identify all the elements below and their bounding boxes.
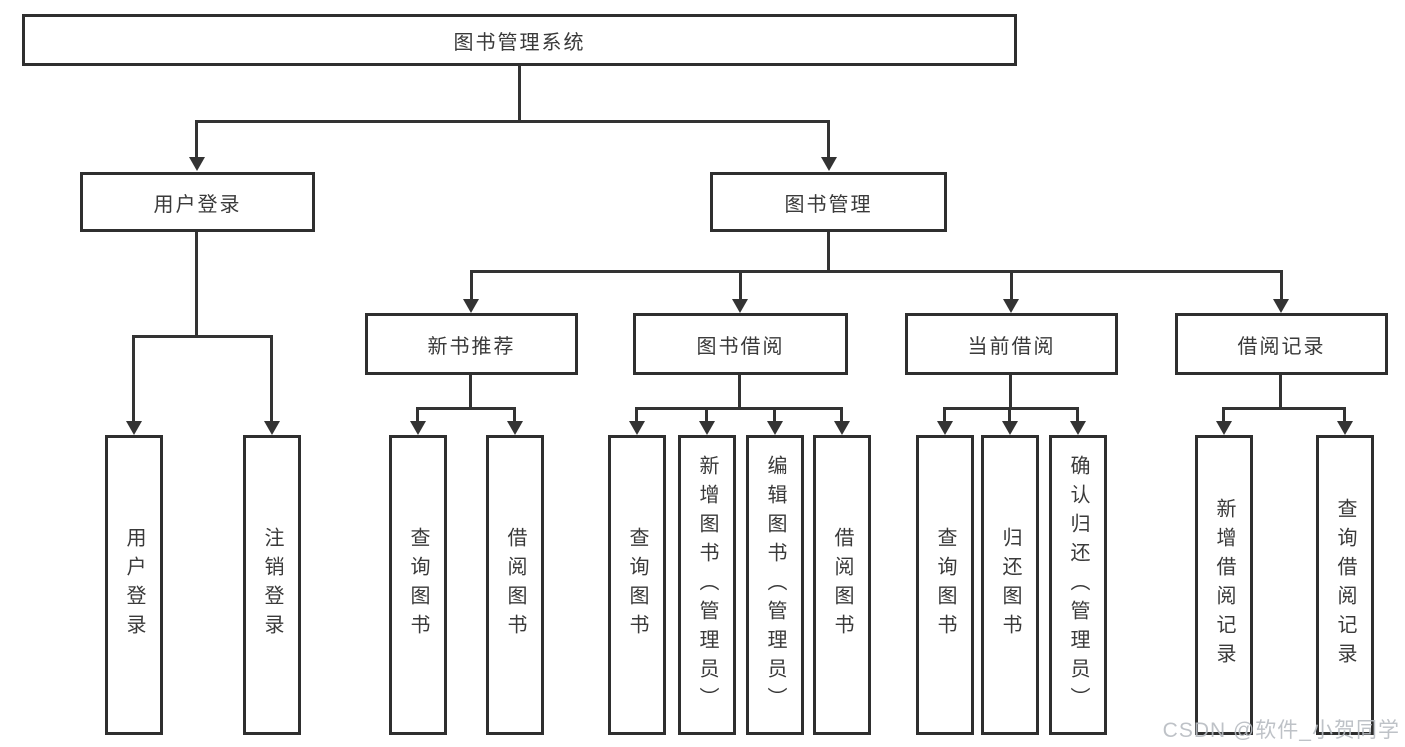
arrow-down-icon — [834, 421, 850, 435]
arrow-down-icon — [629, 421, 645, 435]
connector-line — [1076, 407, 1079, 422]
arrow-down-icon — [189, 157, 205, 171]
leaf-query-borrow-record: 查询借阅记录 — [1316, 435, 1374, 735]
node-book-management: 图书管理 — [710, 172, 947, 232]
node-borrow-records: 借阅记录 — [1175, 313, 1388, 375]
leaf-add-borrow-record: 新增借阅记录 — [1195, 435, 1253, 735]
arrow-down-icon — [126, 421, 142, 435]
connector-line — [705, 407, 708, 422]
arrow-down-icon — [1273, 299, 1289, 313]
connector-line — [1008, 407, 1011, 422]
leaf-confirm-return-admin: 确认归还（管理员） — [1049, 435, 1107, 735]
node-root-library-system: 图书管理系统 — [22, 14, 1017, 66]
leaf-query-books-borrow: 查询图书 — [608, 435, 666, 735]
connector-line — [195, 120, 198, 158]
connector-line — [827, 232, 830, 273]
connector-line — [827, 120, 830, 158]
connector-line — [470, 270, 473, 300]
leaf-label: 确认归还（管理员） — [1067, 454, 1089, 716]
connector-line — [739, 270, 742, 300]
arrow-down-icon — [463, 299, 479, 313]
connector-line — [1222, 407, 1225, 422]
connector-line — [635, 407, 638, 422]
arrow-down-icon — [699, 421, 715, 435]
leaf-logout: 注销登录 — [243, 435, 301, 735]
node-current-borrow: 当前借阅 — [905, 313, 1118, 375]
leaf-label: 查询图书 — [626, 527, 648, 643]
arrow-down-icon — [410, 421, 426, 435]
connector-line — [738, 375, 741, 409]
connector-line — [943, 407, 946, 422]
leaf-edit-books-admin: 编辑图书（管理员） — [746, 435, 804, 735]
connector-line — [132, 335, 135, 422]
connector-line — [1009, 375, 1012, 409]
leaf-borrow-books: 借阅图书 — [813, 435, 871, 735]
connector-line — [943, 407, 1079, 410]
connector-line — [416, 407, 419, 422]
arrow-down-icon — [767, 421, 783, 435]
leaf-label: 新增图书（管理员） — [696, 454, 718, 716]
node-label: 图书管理系统 — [453, 31, 586, 54]
connector-line — [470, 270, 1283, 273]
node-book-borrow: 图书借阅 — [633, 313, 848, 375]
arrow-down-icon — [507, 421, 523, 435]
connector-line — [1010, 270, 1013, 300]
arrow-down-icon — [937, 421, 953, 435]
arrow-down-icon — [1070, 421, 1086, 435]
leaf-label: 查询借阅记录 — [1334, 498, 1356, 672]
connector-line — [195, 120, 830, 123]
arrow-down-icon — [264, 421, 280, 435]
leaf-add-books-admin: 新增图书（管理员） — [678, 435, 736, 735]
leaf-user-login: 用户登录 — [105, 435, 163, 735]
connector-line — [195, 232, 198, 338]
node-label: 用户登录 — [153, 193, 242, 216]
node-label: 新书推荐 — [427, 335, 516, 358]
leaf-label: 新增借阅记录 — [1213, 498, 1235, 672]
connector-line — [1279, 375, 1282, 409]
connector-line — [635, 407, 843, 410]
connector-line — [518, 66, 521, 122]
leaf-borrow-books-recommend: 借阅图书 — [486, 435, 544, 735]
leaf-label: 用户登录 — [123, 527, 145, 643]
leaf-label: 编辑图书（管理员） — [764, 454, 786, 716]
csdn-watermark: CSDN @软件_小贺同学 — [1162, 719, 1400, 742]
connector-line — [1343, 407, 1346, 422]
leaf-label: 查询图书 — [407, 527, 429, 643]
connector-line — [840, 407, 843, 422]
leaf-label: 借阅图书 — [831, 527, 853, 643]
node-label: 借阅记录 — [1237, 335, 1326, 358]
node-new-book-recommend: 新书推荐 — [365, 313, 578, 375]
arrow-down-icon — [732, 299, 748, 313]
arrow-down-icon — [1003, 299, 1019, 313]
connector-line — [270, 335, 273, 422]
connector-line — [416, 407, 516, 410]
node-label: 当前借阅 — [967, 335, 1056, 358]
leaf-label: 查询图书 — [934, 527, 956, 643]
node-label: 图书借阅 — [696, 335, 785, 358]
connector-line — [1280, 270, 1283, 300]
connector-line — [469, 375, 472, 409]
connector-line — [513, 407, 516, 422]
leaf-return-books: 归还图书 — [981, 435, 1039, 735]
leaf-query-books-current: 查询图书 — [916, 435, 974, 735]
connector-line — [773, 407, 776, 422]
arrow-down-icon — [1337, 421, 1353, 435]
connector-line — [1222, 407, 1346, 410]
node-user-login: 用户登录 — [80, 172, 315, 232]
arrow-down-icon — [1002, 421, 1018, 435]
arrow-down-icon — [1216, 421, 1232, 435]
leaf-label: 注销登录 — [261, 527, 283, 643]
leaf-query-books-recommend: 查询图书 — [389, 435, 447, 735]
node-label: 图书管理 — [784, 193, 873, 216]
arrow-down-icon — [821, 157, 837, 171]
leaf-label: 借阅图书 — [504, 527, 526, 643]
leaf-label: 归还图书 — [999, 527, 1021, 643]
connector-line — [132, 335, 273, 338]
